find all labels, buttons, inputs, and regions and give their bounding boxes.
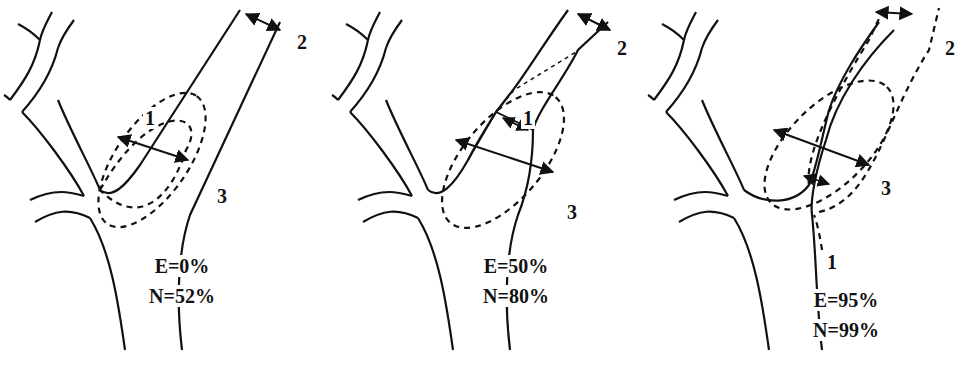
callout-number: 3 <box>565 201 579 223</box>
stenosis-value: E=95% <box>812 289 881 311</box>
stenosis-value: E=0% <box>153 255 212 277</box>
stenosis-value: N=99% <box>811 319 881 341</box>
stenosis-value: N=80% <box>481 285 551 307</box>
callout-number: 2 <box>615 37 629 59</box>
panel-severe <box>648 8 939 350</box>
callout-number: 1 <box>521 107 535 129</box>
callout-number: 3 <box>215 185 229 207</box>
callout-number: 2 <box>295 31 309 53</box>
panel-moderate <box>332 10 610 350</box>
stenosis-value: E=50% <box>482 255 551 277</box>
callout-number: 3 <box>879 177 893 199</box>
callout-number: 2 <box>943 37 957 59</box>
callout-number: 1 <box>825 251 839 273</box>
panel-normal <box>4 10 280 350</box>
callout-number: 1 <box>143 107 157 129</box>
stenosis-value: N=52% <box>147 285 217 307</box>
